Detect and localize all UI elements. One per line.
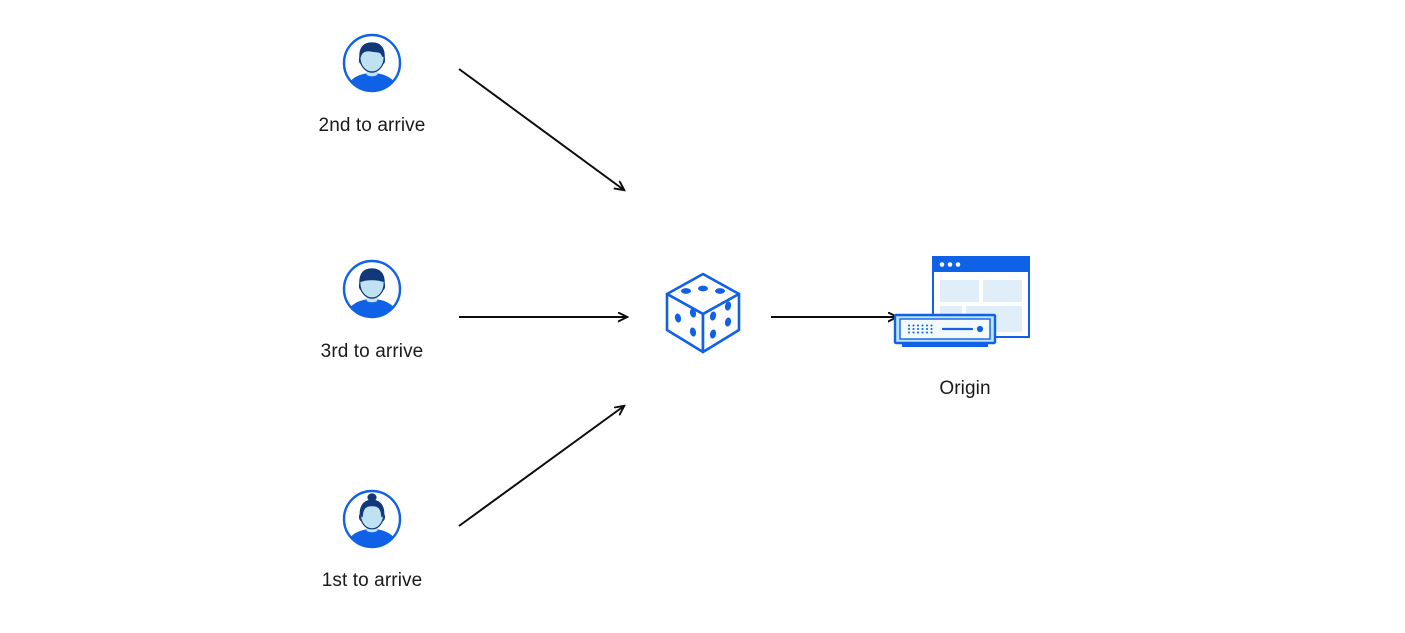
window-control-dots — [939, 262, 961, 267]
label-client-1st: 1st to arrive — [321, 570, 423, 591]
user-avatar-icon — [342, 259, 402, 319]
router-vent-dots — [907, 324, 933, 334]
label-origin: Origin — [939, 378, 991, 399]
node-client-1st[interactable] — [341, 488, 403, 550]
origin-server-browser-icon — [893, 256, 1030, 347]
label-client-3rd: 3rd to arrive — [320, 341, 424, 362]
user-avatar-icon — [342, 33, 402, 93]
label-client-2nd: 2nd to arrive — [318, 115, 426, 136]
arrow-1st-to-dice — [458, 406, 624, 527]
user-avatar-icon — [342, 489, 402, 549]
node-client-2nd[interactable] — [341, 32, 403, 94]
node-client-3rd[interactable] — [341, 258, 403, 320]
node-origin[interactable] — [890, 252, 1030, 352]
arrow-2nd-to-dice — [458, 68, 624, 190]
dice-cube-icon — [665, 272, 741, 354]
router-appliance — [893, 313, 997, 347]
node-randomizer[interactable] — [660, 268, 746, 354]
